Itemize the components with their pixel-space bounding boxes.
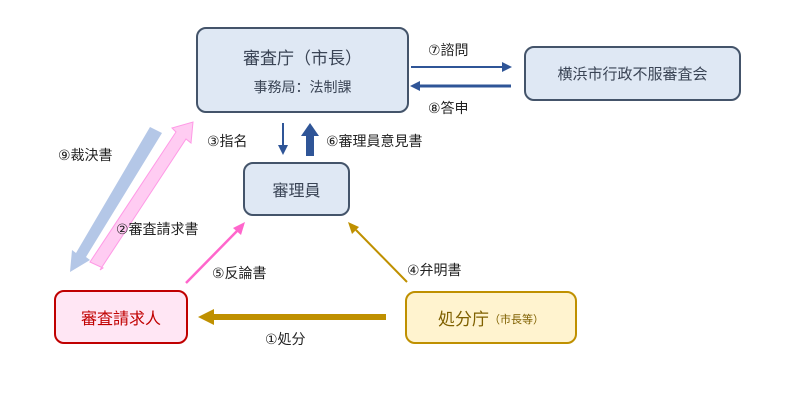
edge-label-toshin: ⑧答申 <box>428 101 469 117</box>
node-shinsacho-title: 審査庁（市長） <box>243 48 362 69</box>
node-council-title: 横浜市行政不服審査会 <box>557 65 708 83</box>
node-shinriin-title: 審理員 <box>272 181 321 200</box>
edge-label-shinsa-seikyusho: ②審査請求書 <box>116 222 199 238</box>
node-claimant: 審査請求人 <box>54 290 188 344</box>
node-claimant-title: 審査請求人 <box>80 309 161 328</box>
edge-label-hanronsho: ⑤反論書 <box>212 266 267 282</box>
node-council: 横浜市行政不服審査会 <box>524 46 741 101</box>
node-shobuncho-suffix: （市長等） <box>489 313 544 326</box>
edge-label-shobun: ①処分 <box>265 332 306 348</box>
edge-label-ikensho: ⑥審理員意見書 <box>326 134 423 150</box>
arrow-benmeisho <box>348 222 408 283</box>
arrow-shobun <box>198 309 386 325</box>
node-shinsacho-subtitle: 事務局：法制課 <box>253 79 352 96</box>
edge-label-benmeisho: ④弁明書 <box>407 263 462 279</box>
arrow-saiketsusho <box>70 127 162 272</box>
node-shobuncho: 処分庁 （市長等） <box>405 291 577 344</box>
node-shobuncho-title: 処分庁 <box>438 310 489 330</box>
arrow-toshin <box>410 81 511 91</box>
arrow-hanronsho <box>185 222 245 284</box>
arrow-shimon <box>411 62 512 72</box>
arrow-shimei <box>278 123 288 155</box>
node-shinriin: 審理員 <box>243 162 350 216</box>
edge-label-shimei: ③指名 <box>207 134 248 150</box>
node-shinsacho: 審査庁（市長） 事務局：法制課 <box>196 27 409 113</box>
edge-label-saiketsusho: ⑨裁決書 <box>58 148 113 164</box>
edge-label-shimon: ⑦諮問 <box>428 43 469 59</box>
arrow-shinsa-seikyusho <box>89 121 194 271</box>
arrow-ikensho <box>301 123 319 156</box>
